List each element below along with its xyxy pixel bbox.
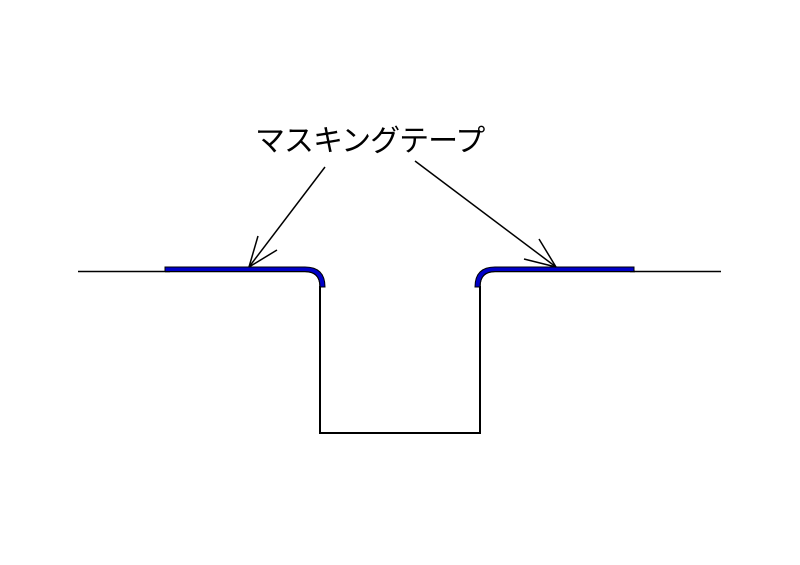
- masking-tape-left: [164, 266, 326, 288]
- masking-tape-right: [474, 266, 635, 288]
- corner-right-edge: [479, 270, 635, 287]
- leader-arrow-left: [248, 166, 326, 268]
- recess-outline: [319, 286, 481, 434]
- masking-tape-label: マスキングテープ: [255, 124, 485, 159]
- corner-left-edge: [165, 270, 321, 287]
- leader-arrow-right: [414, 160, 557, 268]
